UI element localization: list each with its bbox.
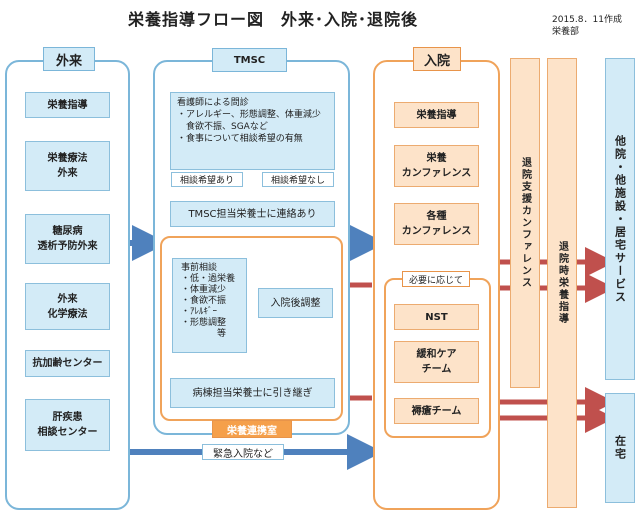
pre-consultation-box: 事前相談 ・低・過栄養 ・体重減少 ・食欲不振 ・ｱﾚﾙｷﾞｰ ・形態調整 等 xyxy=(172,258,247,353)
nurse-interview-box: 看護師による問診 ・アレルギー、形態調整、体重減少 食欲不振、SGAなど ・食事… xyxy=(170,92,335,170)
outpatient-item: 栄養指導 xyxy=(25,92,110,118)
home-destination: 在宅 xyxy=(605,393,635,503)
consult-wanted-label: 相談希望あり xyxy=(171,172,243,187)
date-line: 2015.8．11作成 xyxy=(552,15,622,25)
inpatient-item: 栄養 カンファレンス xyxy=(394,145,479,187)
emergency-admission-label: 緊急入院など xyxy=(202,444,284,460)
outpatient-item: 糖尿病 透析予防外来 xyxy=(25,214,110,264)
discharge-support-conference: 退院支援カンファレンス xyxy=(510,58,540,388)
nutrition-cooperation-room: 栄養連携室 xyxy=(212,420,292,438)
tmsc-dietitian-contact: TMSC担当栄養士に連絡あり xyxy=(170,201,335,227)
team-item: 緩和ケア チーム xyxy=(394,341,479,383)
outpatient-item: 栄養療法 外来 xyxy=(25,141,110,191)
outpatient-header: 外来 xyxy=(43,47,95,71)
consult-not-wanted-label: 相談希望なし xyxy=(262,172,334,187)
discharge-nutrition-guidance: 退院時栄養指導 xyxy=(547,58,577,508)
as-needed-label: 必要に応じて xyxy=(402,271,470,287)
ward-dietitian-handover: 病棟担当栄養士に引き継ぎ xyxy=(170,378,335,408)
other-facility-destination: 他院・他施設・居宅サービス xyxy=(605,58,635,380)
outpatient-item: 抗加齢センター xyxy=(25,350,110,377)
date-note: 2015.8．11作成 栄養部 xyxy=(552,14,622,38)
inpatient-header: 入院 xyxy=(413,47,461,71)
post-admission-adjustment: 入院後調整 xyxy=(258,288,333,318)
outpatient-item: 外来 化学療法 xyxy=(25,283,110,330)
team-item: 褥瘡チーム xyxy=(394,398,479,424)
tmsc-header: TMSC xyxy=(212,48,287,72)
outpatient-item: 肝疾患 相談センター xyxy=(25,399,110,451)
department-line: 栄養部 xyxy=(552,27,580,37)
inpatient-item: 各種 カンファレンス xyxy=(394,203,479,245)
page-title: 栄養指導フロー図 外来･入院･退院後 xyxy=(128,10,419,29)
team-item: NST xyxy=(394,304,479,330)
inpatient-item: 栄養指導 xyxy=(394,102,479,128)
